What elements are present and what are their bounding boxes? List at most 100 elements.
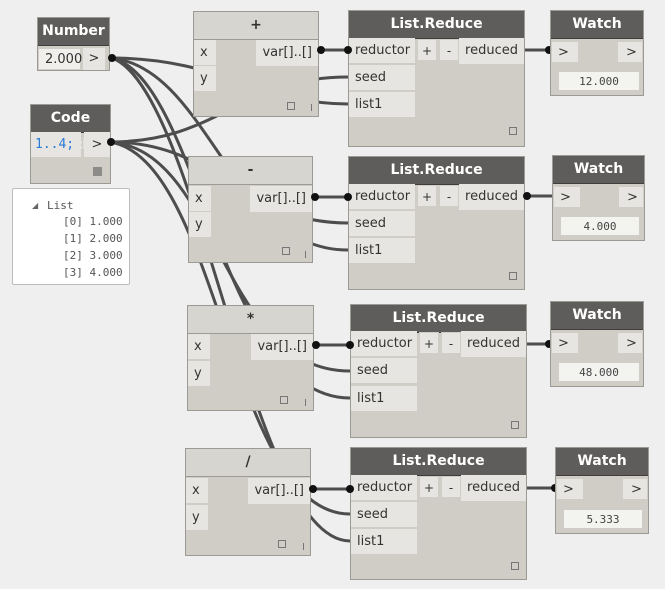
divide-input-y[interactable]: y bbox=[186, 505, 208, 531]
reduce2-out-dot[interactable] bbox=[523, 192, 531, 200]
list-reduce-node-1[interactable]: List.Reduce reductor seed list1 + - redu… bbox=[348, 10, 525, 147]
add-input-button[interactable]: + bbox=[417, 185, 437, 207]
watch-input-port[interactable]: > bbox=[551, 332, 579, 354]
number-output-port[interactable]: > bbox=[83, 48, 105, 70]
add-output-dot[interactable] bbox=[317, 46, 325, 54]
watch-title: Watch bbox=[551, 11, 643, 39]
divide-node[interactable]: / x y var[]..[] bbox=[185, 448, 311, 556]
watch-output-port[interactable]: > bbox=[618, 186, 644, 208]
watch-node-4[interactable]: Watch > > 5.333 bbox=[555, 447, 649, 534]
reduced-output[interactable]: reduced bbox=[459, 38, 524, 64]
number-input[interactable]: 2.000 bbox=[38, 48, 82, 70]
reduce4-in-dot[interactable] bbox=[346, 485, 354, 493]
lacing-icon[interactable] bbox=[287, 102, 295, 110]
watch-title: Watch bbox=[551, 302, 643, 330]
watch-output-port[interactable]: > bbox=[617, 41, 643, 63]
reduced-output[interactable]: reduced bbox=[461, 331, 526, 357]
add-input-button[interactable]: + bbox=[417, 39, 437, 61]
watch-input-port[interactable]: > bbox=[556, 478, 584, 500]
list1-input[interactable]: list1 bbox=[349, 238, 415, 264]
remove-input-button[interactable]: - bbox=[439, 185, 459, 207]
watch-title: Watch bbox=[553, 156, 644, 184]
code-block-resize-handle[interactable] bbox=[93, 167, 102, 176]
code-editor[interactable]: 1..4; bbox=[31, 132, 81, 157]
add-input-y[interactable]: y bbox=[194, 66, 216, 92]
node-tick bbox=[303, 543, 304, 550]
watch-value: 48.000 bbox=[558, 362, 640, 382]
code-block-output-port[interactable]: > bbox=[84, 132, 110, 157]
list-reduce-node-2[interactable]: List.Reduce reductor seed list1 + - redu… bbox=[348, 156, 525, 290]
watch-input-port[interactable]: > bbox=[553, 186, 581, 208]
list1-input[interactable]: list1 bbox=[351, 386, 417, 412]
list1-input[interactable]: list1 bbox=[349, 92, 415, 118]
reduce1-in-dot[interactable] bbox=[344, 46, 352, 54]
subtract-output-dot[interactable] bbox=[311, 193, 319, 201]
watch-title: Watch bbox=[556, 448, 648, 476]
multiply-output-dot[interactable] bbox=[312, 341, 320, 349]
reduced-output[interactable]: reduced bbox=[461, 475, 526, 501]
subtract-node[interactable]: - x y var[]..[] bbox=[188, 156, 313, 263]
reduce1-out-dot[interactable] bbox=[545, 46, 553, 54]
list-reduce-node-4[interactable]: List.Reduce reductor seed list1 + - redu… bbox=[350, 447, 527, 580]
preview-row: [0] 1.000 bbox=[63, 215, 123, 228]
reduce3-in-dot[interactable] bbox=[346, 341, 354, 349]
reduce3-out-dot[interactable] bbox=[545, 340, 553, 348]
seed-input[interactable]: seed bbox=[349, 65, 415, 91]
watch-output-port[interactable]: > bbox=[622, 478, 648, 500]
list-reduce-node-3[interactable]: List.Reduce reductor seed list1 + - redu… bbox=[350, 304, 527, 438]
watch-node-2[interactable]: Watch > > 4.000 bbox=[552, 155, 645, 241]
lacing-icon[interactable] bbox=[509, 127, 517, 135]
watch-node-3[interactable]: Watch > > 48.000 bbox=[550, 301, 644, 387]
reduce2-in-dot[interactable] bbox=[344, 193, 352, 201]
number-node[interactable]: Number 2.000 > bbox=[37, 17, 110, 71]
watch-input-port[interactable]: > bbox=[551, 41, 579, 63]
divide-output-dot[interactable] bbox=[309, 485, 317, 493]
divide-output[interactable]: var[]..[] bbox=[248, 478, 310, 504]
add-input-button[interactable]: + bbox=[419, 476, 439, 498]
seed-input[interactable]: seed bbox=[351, 358, 417, 384]
watch-node-1[interactable]: Watch > > 12.000 bbox=[550, 10, 644, 96]
list-reduce-title: List.Reduce bbox=[349, 11, 524, 39]
watch-output-port[interactable]: > bbox=[617, 332, 643, 354]
reductor-input[interactable]: reductor bbox=[349, 38, 415, 64]
reductor-input[interactable]: reductor bbox=[351, 475, 417, 501]
reduced-output[interactable]: reduced bbox=[459, 184, 524, 210]
number-output-dot[interactable] bbox=[108, 54, 116, 62]
remove-input-button[interactable]: - bbox=[439, 39, 459, 61]
lacing-icon[interactable] bbox=[509, 272, 517, 280]
reductor-input[interactable]: reductor bbox=[351, 331, 417, 357]
reductor-input[interactable]: reductor bbox=[349, 184, 415, 210]
watch-out-label: > bbox=[631, 482, 642, 497]
lacing-icon[interactable] bbox=[511, 421, 519, 429]
preview-title: List bbox=[47, 199, 74, 212]
add-output[interactable]: var[]..[] bbox=[256, 40, 318, 66]
watch-out-label: > bbox=[627, 190, 638, 205]
preview-row: [1] 2.000 bbox=[63, 232, 123, 245]
list1-input[interactable]: list1 bbox=[351, 529, 417, 555]
subtract-input-y[interactable]: y bbox=[189, 212, 211, 238]
add-input-button[interactable]: + bbox=[419, 332, 439, 354]
add-node[interactable]: + x y var[]..[] bbox=[193, 11, 319, 117]
add-input-x[interactable]: x bbox=[194, 40, 216, 66]
code-block-output-dot[interactable] bbox=[107, 138, 115, 146]
divide-input-x[interactable]: x bbox=[186, 478, 208, 504]
multiply-input-x[interactable]: x bbox=[188, 334, 210, 360]
collapse-triangle-icon[interactable]: ◢ bbox=[32, 201, 39, 210]
watch-in-label: > bbox=[558, 336, 569, 351]
lacing-icon[interactable] bbox=[511, 562, 519, 570]
watch-in-label: > bbox=[560, 190, 571, 205]
seed-input[interactable]: seed bbox=[351, 502, 417, 528]
subtract-output[interactable]: var[]..[] bbox=[250, 186, 312, 212]
code-block-node[interactable]: Code Block 1..4; > bbox=[30, 104, 111, 184]
subtract-input-x[interactable]: x bbox=[189, 186, 211, 212]
lacing-icon[interactable] bbox=[280, 396, 288, 404]
remove-input-button[interactable]: - bbox=[441, 476, 461, 498]
watch-out-label: > bbox=[626, 45, 637, 60]
lacing-icon[interactable] bbox=[282, 247, 290, 255]
lacing-icon[interactable] bbox=[278, 540, 286, 548]
multiply-input-y[interactable]: y bbox=[188, 361, 210, 387]
remove-input-button[interactable]: - bbox=[441, 332, 461, 354]
multiply-node[interactable]: * x y var[]..[] bbox=[187, 305, 314, 411]
seed-input[interactable]: seed bbox=[349, 211, 415, 237]
multiply-output[interactable]: var[]..[] bbox=[251, 334, 313, 360]
